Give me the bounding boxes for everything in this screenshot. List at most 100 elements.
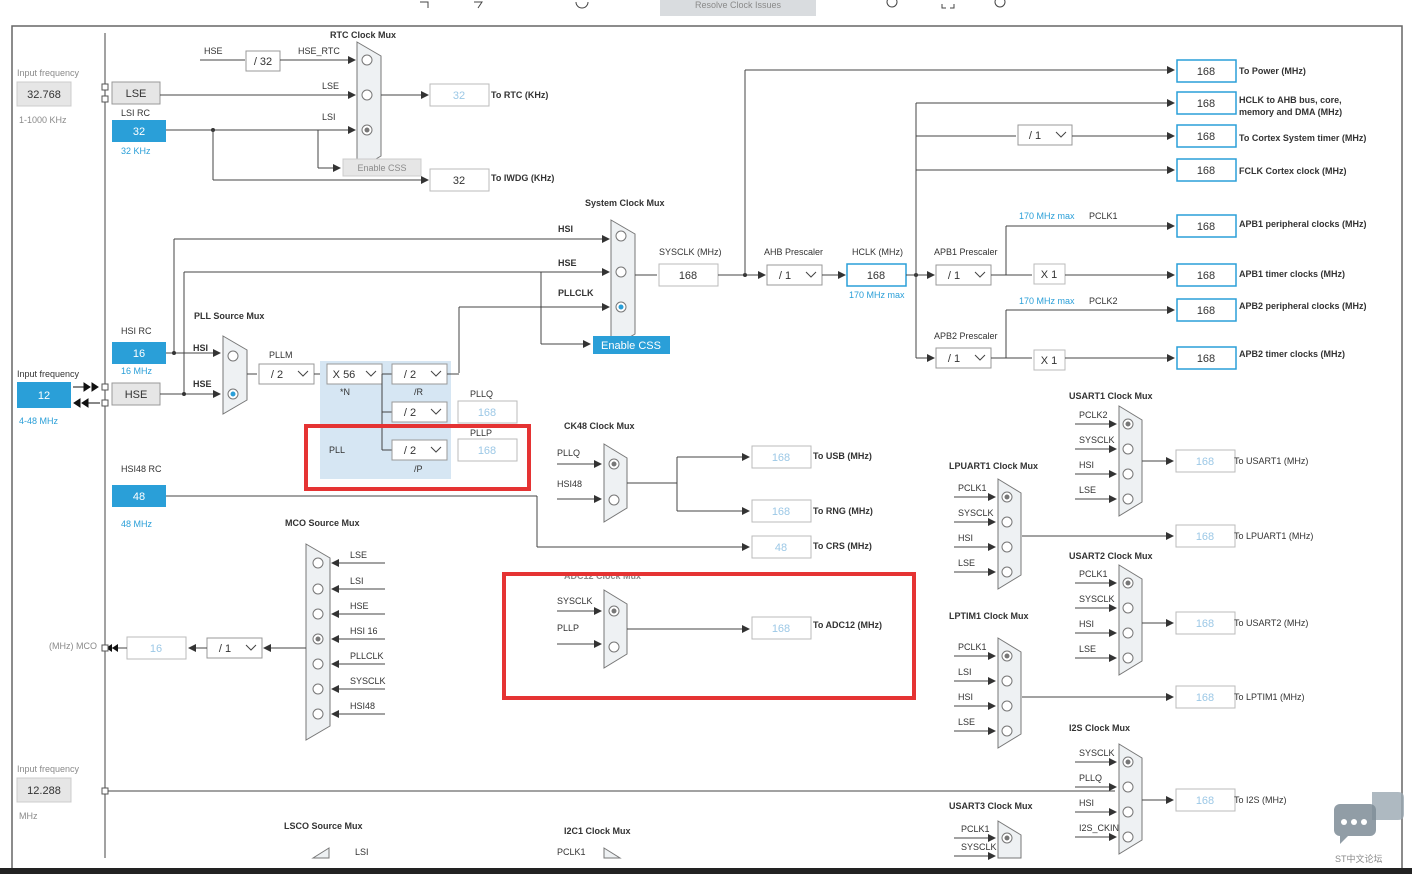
system-clock-mux[interactable] — [610, 219, 636, 349]
output-field-fclk[interactable] — [1176, 158, 1237, 182]
mco-radio[interactable] — [312, 708, 324, 720]
hsi48-rc-block[interactable] — [112, 485, 166, 507]
ahb-prescaler-select[interactable] — [766, 264, 823, 286]
usart1-radio[interactable] — [1122, 443, 1134, 455]
usb-output-field[interactable] — [751, 445, 812, 469]
usart2-clock-mux[interactable] — [1118, 564, 1143, 676]
cortex-timer-divider-select[interactable] — [1017, 124, 1073, 146]
lptim1-clock-mux[interactable] — [997, 637, 1022, 749]
hse-input-value: 12 — [38, 390, 50, 402]
apb2-timer-multiplier[interactable] — [1033, 349, 1066, 371]
lse-input-field[interactable] — [16, 81, 72, 107]
hse-input-field[interactable] — [17, 382, 71, 408]
pllp-select[interactable] — [391, 439, 448, 461]
ahb-prescaler-value: / 1 — [779, 270, 791, 282]
pllm-select[interactable] — [258, 363, 315, 385]
undo-icon[interactable] — [420, 1, 429, 8]
usart2-radio[interactable] — [1122, 602, 1134, 614]
i2s-input-field[interactable] — [16, 777, 72, 803]
usart1-radio[interactable] — [1122, 468, 1134, 480]
usart1-output-field[interactable] — [1175, 449, 1236, 473]
iwdg-output-field[interactable] — [429, 168, 490, 192]
i2s-radio[interactable] — [1122, 781, 1134, 793]
apb1-timer-multiplier[interactable] — [1033, 263, 1066, 285]
usart1-input-label: LSE — [1079, 485, 1096, 495]
rtc-enable-css-button[interactable] — [342, 158, 422, 177]
mco-radio[interactable] — [312, 683, 324, 695]
lptim1-radio[interactable] — [1001, 675, 1013, 687]
mco-divider-value: / 1 — [219, 643, 231, 655]
i2c1-clock-mux[interactable] — [603, 847, 622, 859]
rng-dest-label: To RNG (MHz) — [813, 506, 873, 516]
usart2-radio[interactable] — [1122, 627, 1134, 639]
rtc-output-field[interactable] — [429, 83, 490, 107]
mco-radio[interactable] — [312, 608, 324, 620]
lsi-rc-block[interactable] — [112, 120, 166, 142]
mco-divider-select[interactable] — [206, 637, 263, 659]
lse-block[interactable] — [111, 81, 161, 105]
i2s-output-field[interactable] — [1175, 788, 1236, 812]
lptim1-output-value: 168 — [1196, 692, 1214, 704]
redo-icon[interactable] — [474, 1, 483, 9]
mco-radio[interactable] — [312, 658, 324, 670]
usart2-output-field[interactable] — [1175, 611, 1236, 635]
pllq-output-field[interactable] — [457, 400, 518, 424]
i2s-radio[interactable] — [1122, 831, 1134, 843]
lptim1-radio[interactable] — [1001, 700, 1013, 712]
lptim1-radio[interactable] — [1001, 725, 1013, 737]
mco-radio[interactable] — [312, 557, 324, 569]
refresh-icon[interactable] — [575, 1, 589, 9]
zoom-out-icon[interactable] — [994, 0, 1006, 8]
lsco-source-mux[interactable] — [311, 847, 330, 859]
lse-input-value: 32.768 — [27, 89, 61, 101]
fit-screen-icon[interactable] — [941, 4, 955, 9]
lpuart1-radio[interactable] — [1001, 541, 1013, 553]
pllq-select[interactable] — [391, 401, 448, 423]
pllp-label: PLLP — [470, 428, 492, 438]
adc12-clock-mux[interactable] — [603, 589, 628, 669]
lpuart1-radio[interactable] — [1001, 566, 1013, 578]
lpuart1-input-label: HSI — [958, 533, 973, 543]
lpuart1-radio[interactable] — [1001, 516, 1013, 528]
apb1-prescaler-select[interactable] — [935, 264, 992, 286]
crs-output-value: 48 — [775, 542, 787, 554]
i2s-input-label: I2S_CKIN — [1079, 823, 1119, 833]
output-field-apb1-peripheral[interactable] — [1176, 214, 1237, 238]
mco-input-label: HSE — [350, 601, 369, 611]
apb2-prescaler-label: APB2 Prescaler — [934, 331, 998, 341]
ck48-clock-mux[interactable] — [603, 443, 628, 523]
hsi-rc-block[interactable] — [112, 342, 166, 364]
lse-input-frequency-label: Input frequency — [17, 68, 80, 78]
crs-output-field[interactable] — [751, 535, 812, 559]
usart2-radio[interactable] — [1122, 652, 1134, 664]
output-field-cortex-timer[interactable] — [1176, 124, 1237, 148]
output-field-apb2-timer[interactable] — [1176, 346, 1237, 370]
output-field-apb2-peripheral[interactable] — [1176, 298, 1237, 322]
zoom-in-icon[interactable] — [886, 0, 898, 8]
pllp-output-field[interactable] — [457, 438, 518, 462]
lptim1-output-field[interactable] — [1175, 685, 1236, 709]
pllr-select[interactable] — [391, 363, 448, 385]
rng-output-field[interactable] — [751, 499, 812, 523]
ck48-hsi48-label: HSI48 — [557, 479, 582, 489]
apb2-prescaler-select[interactable] — [935, 347, 992, 369]
lpuart1-clock-mux[interactable] — [997, 478, 1022, 590]
rtc-mux-title: RTC Clock Mux — [330, 30, 396, 40]
usart1-radio[interactable] — [1122, 493, 1134, 505]
output-field-hclk[interactable] — [1176, 91, 1237, 115]
adc12-output-field[interactable] — [751, 616, 812, 640]
i2s-clock-mux[interactable] — [1118, 743, 1143, 855]
rtc-clock-mux[interactable] — [356, 41, 382, 171]
pll-source-mux[interactable] — [222, 335, 248, 415]
sysclk-enable-css-button[interactable] — [593, 336, 670, 354]
output-field-apb1-timer[interactable] — [1176, 263, 1237, 287]
resolve-clock-issues-button[interactable] — [660, 0, 816, 16]
output-field-power[interactable] — [1176, 59, 1237, 83]
output-label-apb1-timer: APB1 timer clocks (MHz) — [1239, 269, 1345, 279]
i2s-radio[interactable] — [1122, 806, 1134, 818]
mco-radio[interactable] — [312, 583, 324, 595]
lpuart1-output-field[interactable] — [1175, 524, 1236, 548]
hse-rtc-divider[interactable] — [245, 50, 281, 72]
usart1-clock-mux[interactable] — [1118, 405, 1143, 517]
